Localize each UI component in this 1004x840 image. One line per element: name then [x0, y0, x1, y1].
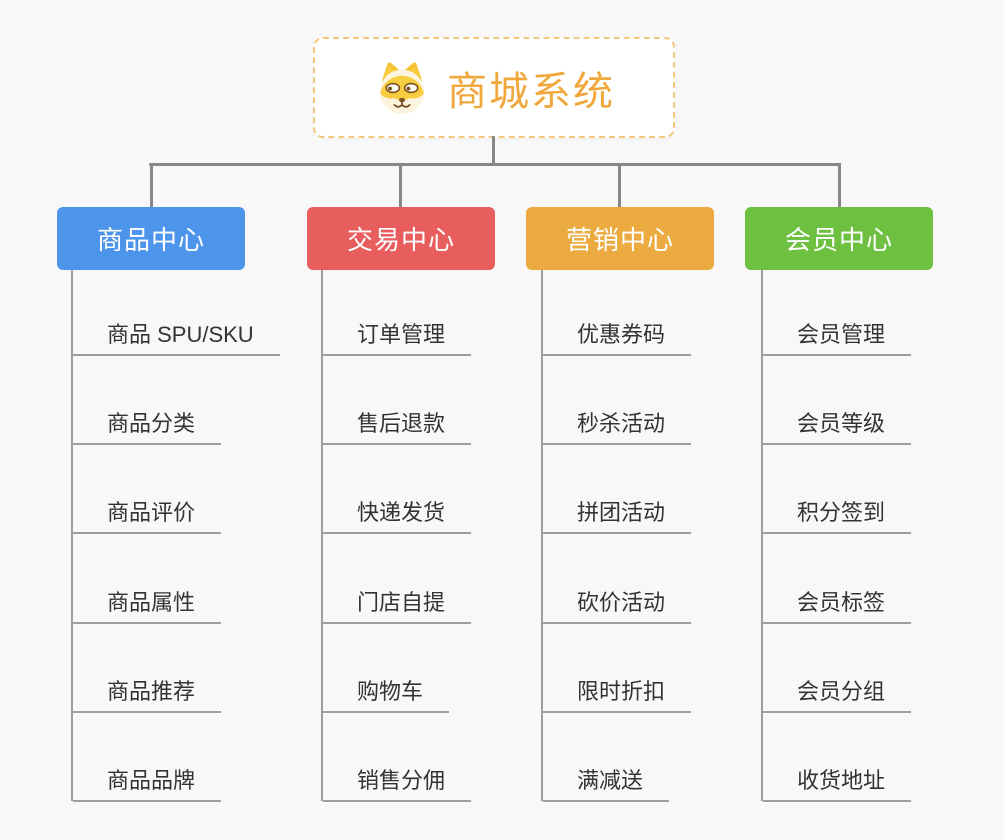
leaf-node[interactable]: 售后退款: [323, 410, 472, 446]
leaf-node[interactable]: 商品 SPU/SKU: [73, 321, 280, 356]
connector-horizontal-bar: [149, 163, 841, 166]
leaf-node[interactable]: 收货地址: [763, 767, 912, 802]
connector-root-stem: [492, 136, 495, 164]
leaf-node[interactable]: 商品分类: [73, 410, 222, 446]
leaf-node[interactable]: 优惠券码: [543, 321, 692, 356]
leaf-node[interactable]: 商品属性: [73, 589, 222, 624]
connector-drop-member-center: [838, 163, 841, 208]
leaf-node[interactable]: 限时折扣: [543, 678, 692, 713]
connector-drop-product-center: [150, 163, 153, 208]
leaf-node[interactable]: 快递发货: [323, 499, 472, 535]
branch-node-product-center[interactable]: 商品中心: [57, 207, 245, 270]
branch-children-product-center: 商品 SPU/SKU 商品分类 商品评价 商品属性 商品推荐 商品品牌: [71, 270, 280, 802]
branch-node-member-center[interactable]: 会员中心: [745, 207, 933, 270]
branch-node-trade-center[interactable]: 交易中心: [307, 207, 495, 270]
leaf-node[interactable]: 订单管理: [323, 321, 472, 356]
branch-node-marketing-center[interactable]: 营销中心: [526, 207, 714, 270]
branch-children-marketing-center: 优惠券码 秒杀活动 拼团活动 砍价活动 限时折扣 满减送: [541, 270, 692, 802]
leaf-node[interactable]: 会员标签: [763, 589, 912, 624]
leaf-node[interactable]: 拼团活动: [543, 499, 692, 535]
root-node[interactable]: 商城系统: [313, 37, 675, 138]
leaf-node[interactable]: 商品品牌: [73, 767, 222, 802]
leaf-node[interactable]: 积分签到: [763, 499, 912, 535]
leaf-node[interactable]: 购物车: [323, 678, 450, 713]
leaf-node[interactable]: 商品推荐: [73, 678, 222, 713]
leaf-node[interactable]: 会员分组: [763, 678, 912, 713]
leaf-node[interactable]: 销售分佣: [323, 767, 472, 802]
leaf-node[interactable]: 会员管理: [763, 321, 912, 356]
connector-drop-trade-center: [399, 163, 402, 208]
leaf-node[interactable]: 门店自提: [323, 589, 472, 624]
leaf-node[interactable]: 商品评价: [73, 499, 222, 535]
branch-children-member-center: 会员管理 会员等级 积分签到 会员标签 会员分组 收货地址: [761, 270, 912, 802]
doge-icon: [379, 61, 425, 114]
leaf-node[interactable]: 满减送: [543, 767, 670, 802]
branch-children-trade-center: 订单管理 售后退款 快递发货 门店自提 购物车 销售分佣: [321, 270, 472, 802]
root-title: 商城系统: [447, 69, 615, 114]
leaf-node[interactable]: 会员等级: [763, 410, 912, 446]
leaf-node[interactable]: 砍价活动: [543, 589, 692, 624]
leaf-node[interactable]: 秒杀活动: [543, 410, 692, 446]
connector-drop-marketing-center: [618, 163, 621, 208]
